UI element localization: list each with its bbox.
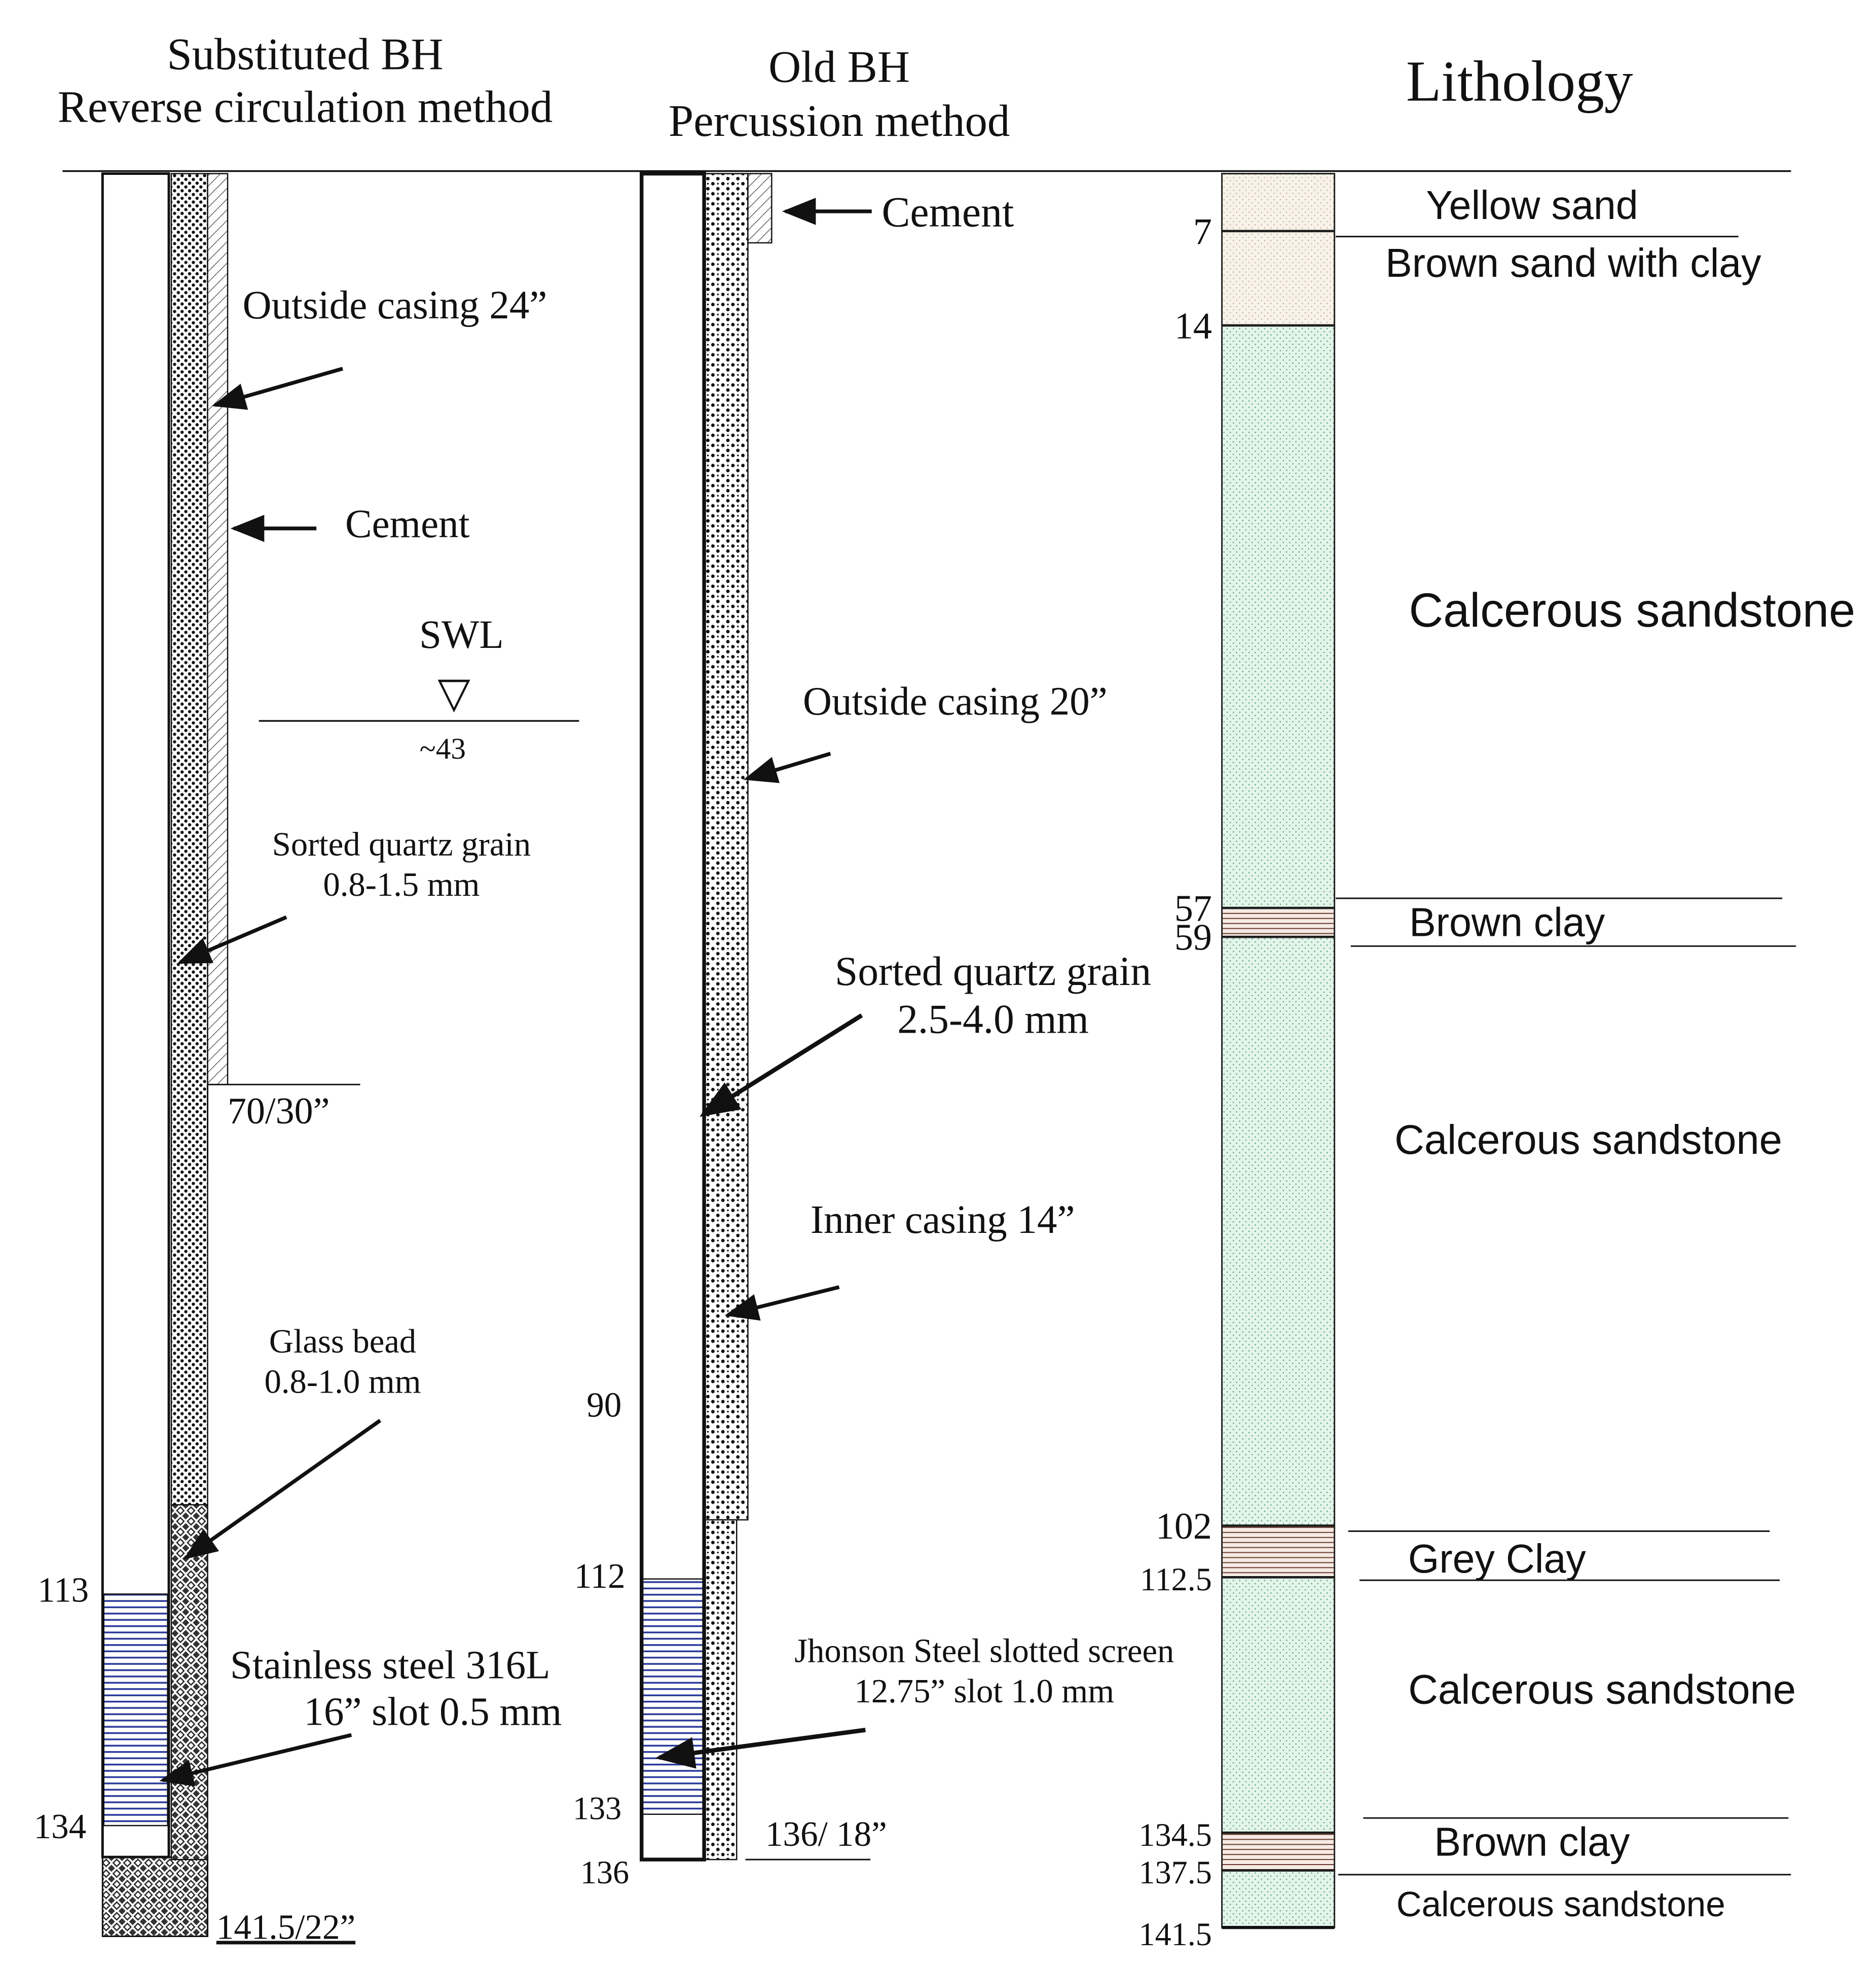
lithology-layer-name: Brown sand with clay <box>1385 240 1761 285</box>
lithology-layer-name: Yellow sand <box>1426 183 1638 228</box>
lithology-layer-name: Brown clay <box>1409 899 1605 944</box>
sub-casing-depth: 70/30” <box>228 1090 329 1132</box>
sub-depth-134: 134 <box>34 1807 87 1846</box>
lithology-depth-label: 112.5 <box>1140 1561 1212 1597</box>
lithology-layer-name: Calcerous sandstone <box>1394 1117 1782 1163</box>
lithology-depth-label: 141.5 <box>1139 1916 1212 1952</box>
old-screen-spec: 12.75” slot 1.0 mm <box>855 1672 1114 1710</box>
lithology-layer <box>1221 1870 1336 1928</box>
old-quartz-size: 2.5-4.0 mm <box>897 996 1089 1042</box>
old-borehole <box>640 171 871 1862</box>
sub-quartz-size: 0.8-1.5 mm <box>323 866 480 903</box>
substituted-bh-method: Reverse circulation method <box>58 83 553 132</box>
glass-bead-label: Glass bead <box>269 1323 416 1360</box>
lithology-layer <box>1221 907 1336 938</box>
sub-screen-arrow <box>159 1733 352 1786</box>
old-bh-method: Percussion method <box>669 96 1010 146</box>
old-bh-title: Old BH <box>768 42 910 92</box>
lithology-layer <box>1221 1832 1336 1872</box>
bottom-sump-fill <box>101 1856 209 1937</box>
old-quartz-arrow <box>700 1013 863 1117</box>
sub-depth-113: 113 <box>38 1570 89 1609</box>
old-depth-90: 90 <box>586 1385 621 1424</box>
lithology-depth-label: 14 <box>1174 305 1212 347</box>
lithology-layer-name: Calcerous sandstone <box>1409 584 1856 637</box>
sub-cement-label: Cement <box>345 502 470 546</box>
stainless-screen <box>103 1593 168 1827</box>
glass-bead-arrow <box>183 1418 382 1560</box>
old-depth-112: 112 <box>574 1556 626 1595</box>
swl-label: SWL <box>419 612 504 657</box>
inner-well-casing <box>101 172 170 1858</box>
lithology-depth-label: 102 <box>1156 1506 1212 1547</box>
old-depth-136: 136 <box>580 1854 629 1890</box>
sub-quartz-label: Sorted quartz grain <box>272 825 531 863</box>
lithology-layer <box>1221 936 1336 1527</box>
old-outside-casing-label: Outside casing 20” <box>803 679 1108 723</box>
lithology-depth-label: 137.5 <box>1139 1854 1212 1890</box>
glass-bead-size: 0.8-1.0 mm <box>265 1363 421 1400</box>
sub-outside-casing-label: Outside casing 24” <box>243 283 547 327</box>
lithology-layer-name: Brown clay <box>1434 1819 1630 1864</box>
swl-triangle-icon: ▽ <box>437 669 470 716</box>
lithology-depth-label: 57 <box>1174 888 1212 929</box>
old-slotted-screen <box>642 1578 704 1815</box>
old-inner-casing-arrow <box>724 1285 840 1321</box>
old-screen-label: Jhonson Steel slotted screen <box>794 1632 1174 1669</box>
old-screen-arrow <box>655 1728 866 1769</box>
sub-quartz-arrow <box>177 915 287 964</box>
lithology-depth-label: 134.5 <box>1139 1817 1212 1853</box>
old-outer-gravel-lower <box>703 1519 738 1861</box>
substituted-borehole <box>101 172 360 1937</box>
lithology-layer <box>1221 1525 1336 1579</box>
lithology-layer-name: Calcerous sandstone <box>1396 1884 1725 1924</box>
old-outer-gravel-upper <box>703 173 749 1521</box>
lithology-layer-name: Grey Clay <box>1408 1536 1586 1581</box>
lithology-layer <box>1221 231 1336 327</box>
old-depth-133: 133 <box>573 1791 621 1827</box>
lithology-layer <box>1221 325 1336 909</box>
sub-screen-label: Stainless steel 316L <box>230 1643 550 1688</box>
substituted-bh-title: Substituted BH <box>167 29 443 79</box>
old-outside-casing-arrow <box>743 752 831 783</box>
swl-depth: ~43 <box>420 732 466 765</box>
lithology-layer <box>1221 172 1336 233</box>
glass-bead-pack <box>170 1504 208 1861</box>
lithology-layer-name: Calcerous sandstone <box>1408 1666 1796 1712</box>
old-cement <box>747 173 773 244</box>
old-quartz-label: Sorted quartz grain <box>835 948 1151 994</box>
sub-screen-spec: 16” slot 0.5 mm <box>304 1689 562 1734</box>
lithology-depth-label: 59 <box>1174 917 1212 959</box>
old-cement-label: Cement <box>881 189 1014 236</box>
sub-total-depth: 141.5/22” <box>216 1907 355 1946</box>
lithology-layer <box>1221 1577 1336 1834</box>
sub-outside-casing-arrow <box>211 367 344 410</box>
old-total-depth: 136/ 18” <box>765 1814 887 1853</box>
lithology-title: Lithology <box>1406 49 1633 113</box>
quartz-gravel-pack <box>170 173 208 1506</box>
old-inner-casing-label: Inner casing 14” <box>811 1197 1075 1242</box>
lithology-depth-label: 7 <box>1193 211 1212 252</box>
